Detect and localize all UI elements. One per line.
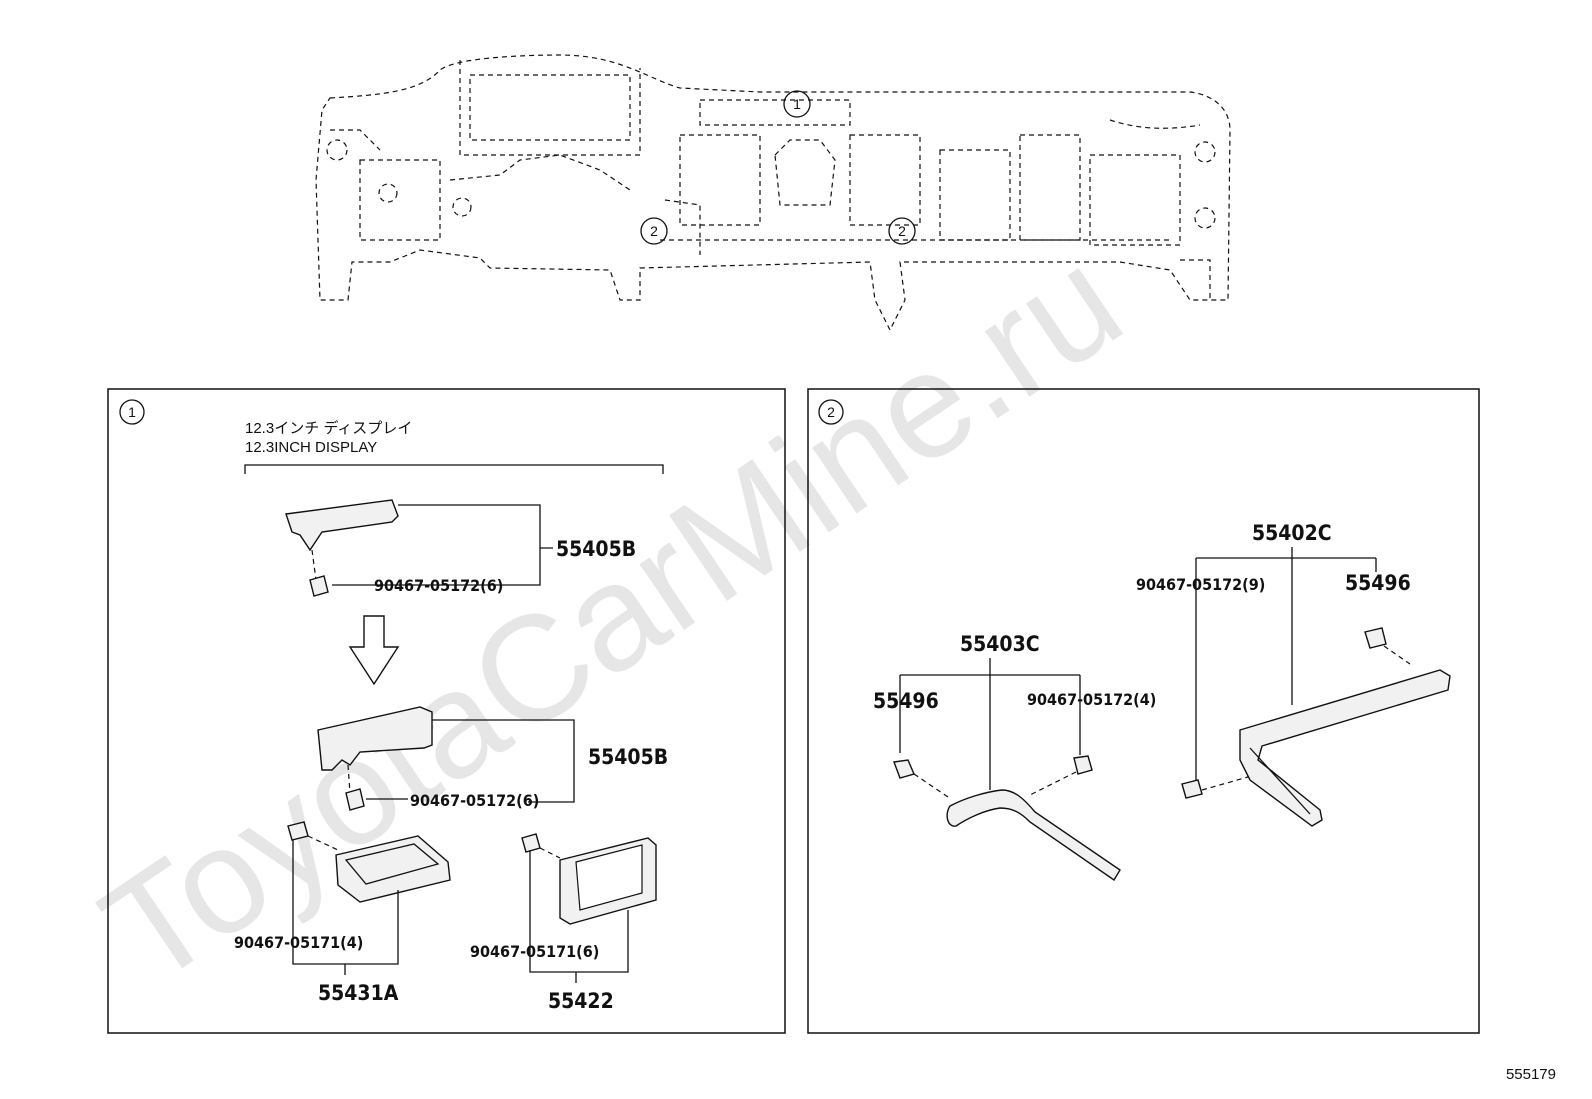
callout-1 — [783, 90, 811, 118]
bracket-top — [285, 499, 399, 552]
display-group-bracket — [244, 464, 664, 474]
part-clip-top: 90467-05172(6) — [374, 576, 503, 595]
panel-1: 1 12.3インチ ディスプレイ 12.3INCH DISPLAY 55405B… — [107, 388, 786, 1034]
callout-1-label: 1 — [793, 96, 801, 112]
part-55431A: 55431A — [318, 981, 399, 1005]
panel-2: 2 55403C 55496 90467-05172(4) 55402C 904… — [807, 388, 1480, 1034]
pad-right — [1364, 627, 1387, 649]
part-clip-mid: 90467-05172(6) — [410, 791, 539, 810]
display-frame — [335, 835, 451, 903]
part-55403C: 55403C — [960, 632, 1040, 656]
clip-top — [309, 575, 329, 597]
part-55496-left: 55496 — [873, 689, 939, 713]
callout-2-right-label: 2 — [898, 223, 906, 239]
diagram-id: 555179 — [1506, 1066, 1556, 1083]
clip-mid — [345, 788, 365, 811]
part-55496-right: 55496 — [1345, 571, 1411, 595]
callout-2-right — [888, 217, 916, 245]
panel-2-badge-label: 2 — [827, 404, 835, 420]
bracket-mid — [317, 706, 433, 771]
part-55422: 55422 — [548, 989, 614, 1013]
panel-1-badge — [119, 399, 145, 425]
display-clip — [521, 833, 541, 853]
part-display-clip: 90467-05171(6) — [470, 942, 599, 961]
panel-1-frame — [107, 388, 786, 1034]
part-55402C: 55402C — [1252, 521, 1332, 545]
dashboard-overview: 1 2 2 — [315, 54, 1231, 332]
part-55405B-mid: 55405B — [588, 745, 668, 769]
part-frame-clip: 90467-05171(4) — [234, 933, 363, 952]
arrow-down-icon — [348, 615, 400, 686]
panel-right-trim — [1239, 669, 1451, 827]
display-title-en: 12.3INCH DISPLAY — [245, 439, 377, 456]
part-clip-right: 90467-05172(9) — [1136, 575, 1265, 594]
pad-left — [893, 759, 915, 779]
panel-2-badge — [818, 399, 844, 425]
panel-1-badge-label: 1 — [128, 404, 136, 420]
frame-clip — [287, 821, 309, 841]
part-55405B-top: 55405B — [556, 537, 636, 561]
panel-left-trim — [946, 789, 1121, 882]
callout-2-left — [640, 217, 668, 245]
display-title-jp: 12.3インチ ディスプレイ — [245, 419, 412, 437]
part-clip-left: 90467-05172(4) — [1027, 690, 1156, 709]
clip-right — [1181, 779, 1203, 799]
panel-2-frame — [807, 388, 1480, 1034]
callout-2-left-label: 2 — [650, 223, 658, 239]
clip-left — [1073, 755, 1093, 775]
